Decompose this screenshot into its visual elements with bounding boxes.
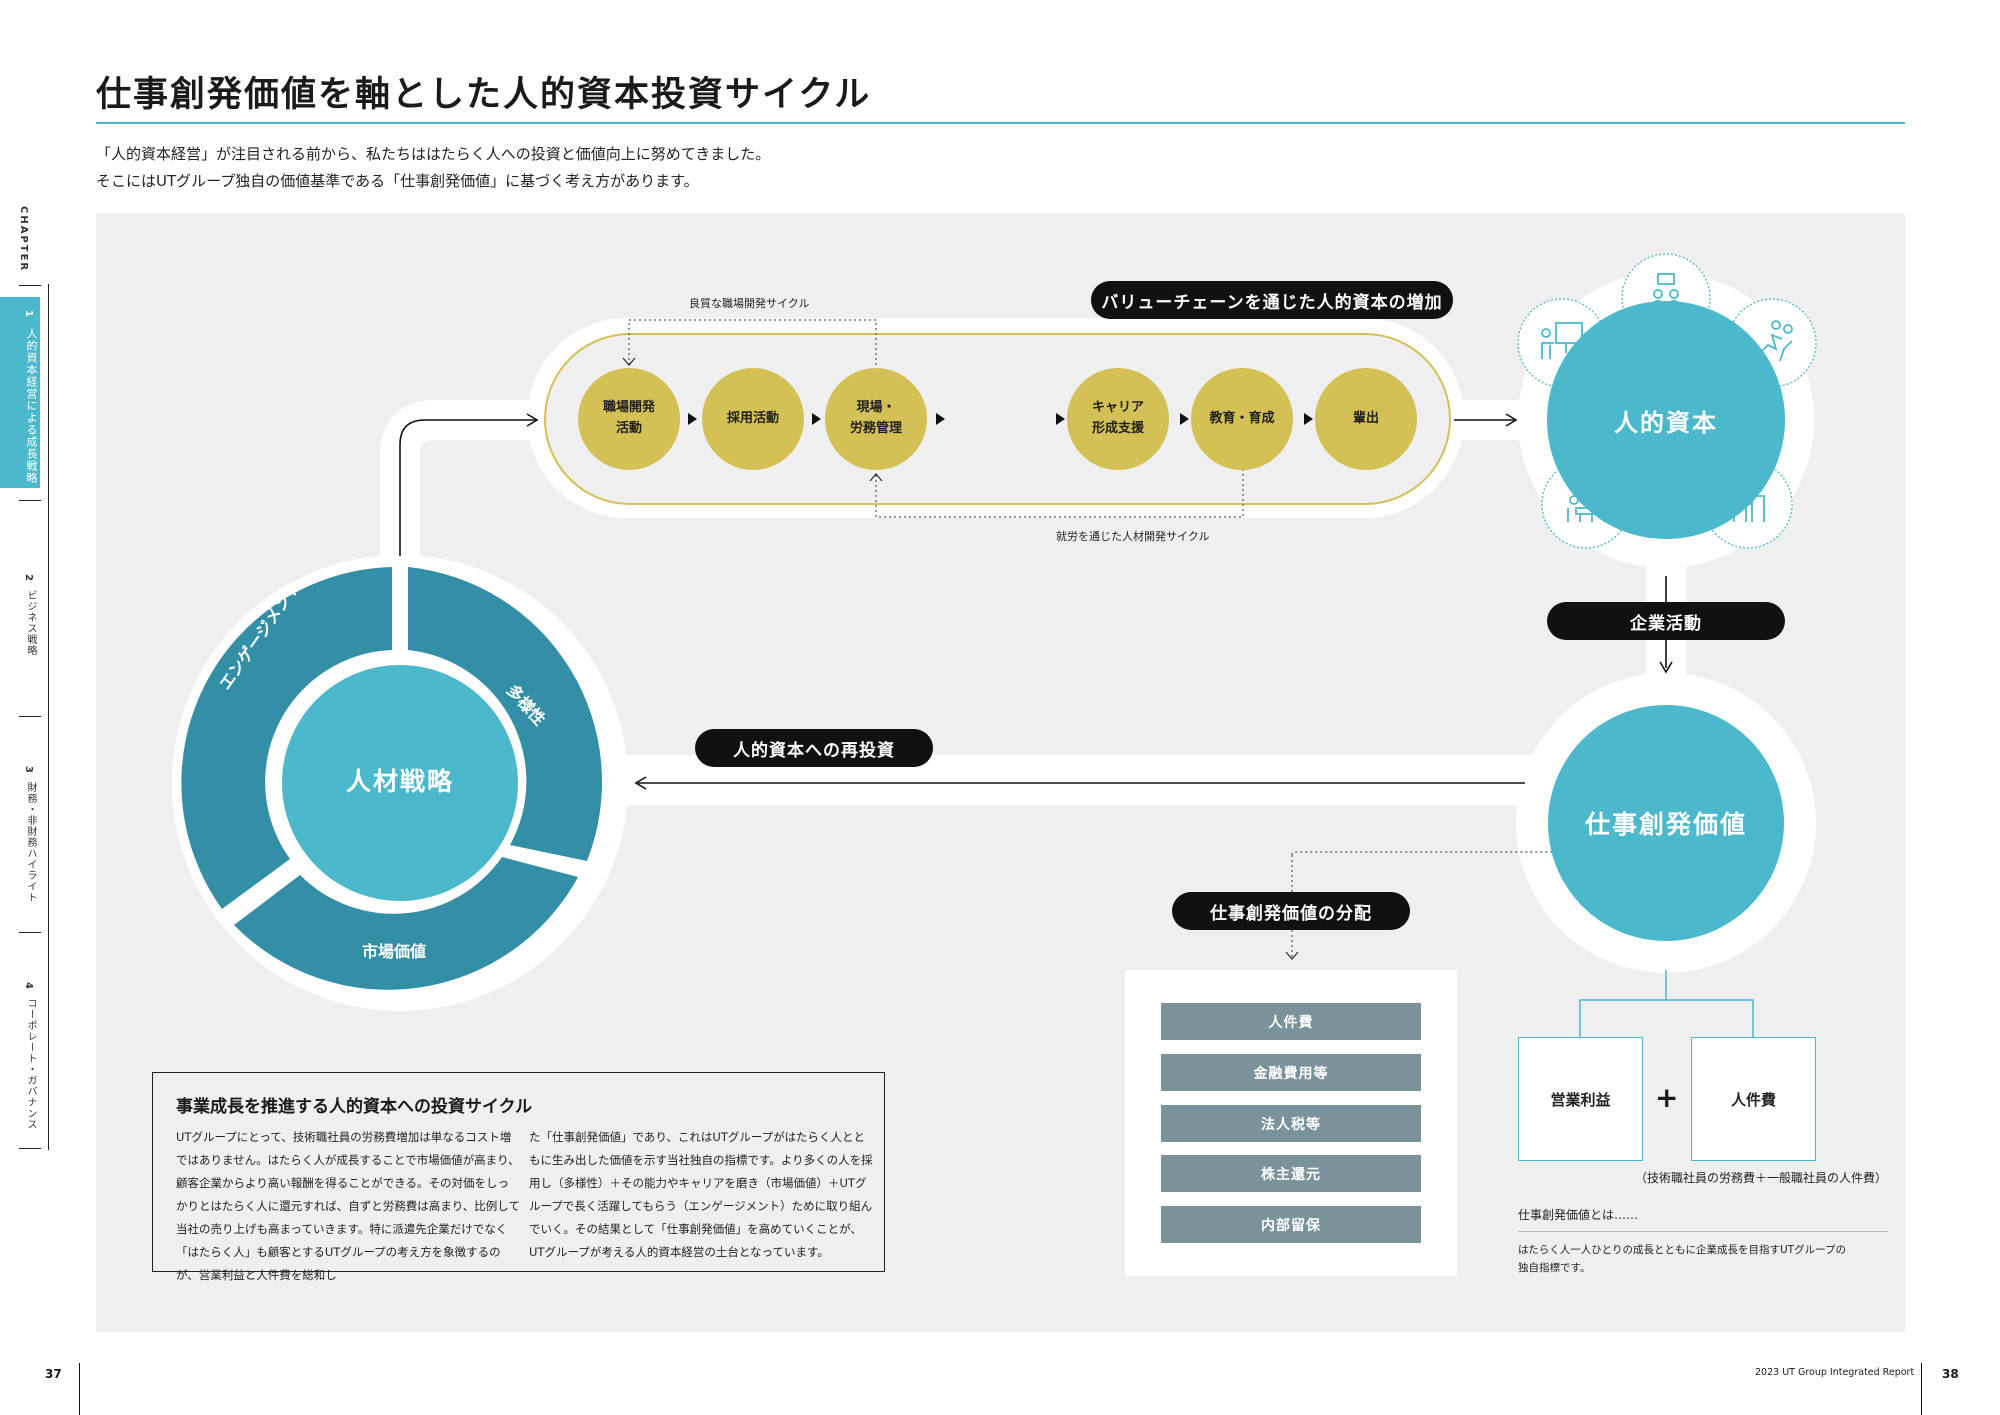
chapter-label: CHAPTER bbox=[18, 206, 29, 273]
sidebar-line bbox=[48, 284, 49, 1150]
definition-text-2: 独自指標です。 bbox=[1518, 1262, 1591, 1274]
formula-personnel-cost: 人件費 bbox=[1691, 1037, 1816, 1161]
node-career-support: キャリア形成支援 bbox=[1067, 368, 1169, 470]
node-label: 輩出 bbox=[1352, 410, 1379, 426]
sidebar-divider bbox=[19, 1148, 41, 1149]
sidebar-divider bbox=[19, 500, 41, 501]
sidebar-item-4-label[interactable]: コーポレート・ガバナンス bbox=[25, 998, 36, 1130]
sidebar-item-3-num[interactable]: 3 bbox=[23, 766, 34, 774]
formula-note: （技術職社員の労務費＋一般職社員の人件費） bbox=[1635, 1171, 1888, 1185]
node-label: 教育・育成 bbox=[1209, 410, 1275, 426]
strategy-ring bbox=[181, 567, 603, 990]
corporate-activity-pill: 企業活動 bbox=[1547, 602, 1785, 640]
node-label: 採用活動 bbox=[726, 410, 779, 426]
definition-text-1: はたらく人一人ひとりの成長とともに企業成長を目指すUTグループの bbox=[1518, 1244, 1846, 1256]
node-label: 労務管理 bbox=[849, 421, 902, 436]
page-number-right: 38 bbox=[1942, 1367, 1959, 1381]
node-workplace-development: 職場開発活動 bbox=[578, 368, 680, 470]
distribution-item: 法人税等 bbox=[1161, 1105, 1421, 1142]
node-label: 職場開発 bbox=[602, 400, 655, 416]
explanation-column-2: た「仕事創発価値」であり、これはUTグループがはたらく人とともに生み出した価値を… bbox=[529, 1130, 873, 1259]
sidebar-item-2-num[interactable]: 2 bbox=[23, 574, 34, 582]
sidebar-item-1[interactable] bbox=[0, 297, 40, 488]
node-label: 現場・ bbox=[856, 400, 896, 416]
strategy-center-label: 人材戦略 bbox=[345, 767, 454, 796]
footer-rule-right bbox=[1921, 1363, 1922, 1415]
node-label: キャリア bbox=[1091, 400, 1144, 416]
running-team-icon bbox=[1755, 320, 1793, 362]
distribution-pill: 仕事創発価値の分配 bbox=[1172, 892, 1410, 930]
node-output: 輩出 bbox=[1315, 368, 1417, 470]
sidebar-item-3-label[interactable]: 財務・非財務ハイライト bbox=[25, 782, 36, 903]
distribution-item: 株主還元 bbox=[1161, 1155, 1421, 1192]
page-number-left: 37 bbox=[45, 1367, 62, 1381]
node-site-labor-management: 現場・労務管理 bbox=[825, 368, 927, 470]
sidebar-item-1-label: 人的資本経営による成長戦略 bbox=[25, 328, 38, 484]
formula-plus: + bbox=[1655, 1081, 1679, 1114]
page-title: 仕事創発価値を軸とした人的資本投資サイクル bbox=[96, 75, 872, 115]
node-recruiting: 採用活動 bbox=[702, 368, 804, 470]
explanation-column-1: UTグループにとって、技術職社員の労務費増加は単なるコスト増ではありません。はた… bbox=[176, 1130, 520, 1282]
job-value-circle: 仕事創発価値 bbox=[1548, 705, 1784, 941]
formula-operating-profit: 営業利益 bbox=[1518, 1037, 1643, 1161]
intro-line-1: 「人的資本経営」が注目される前から、私たちははたらく人への投資と価値向上に努めて… bbox=[96, 145, 771, 163]
explanation-box bbox=[152, 1072, 885, 1272]
segment-label-market-value: 市場価値 bbox=[362, 942, 427, 961]
distribution-item: 内部留保 bbox=[1161, 1206, 1421, 1243]
sidebar-divider bbox=[19, 932, 41, 933]
definition-label: 仕事創発価値とは…… bbox=[1518, 1208, 1639, 1222]
node-label: 形成支援 bbox=[1091, 421, 1144, 436]
distribution-item: 金融費用等 bbox=[1161, 1054, 1421, 1091]
distribution-item: 人件費 bbox=[1161, 1003, 1421, 1040]
bottom-loop-label: 就労を通じた人材開発サイクル bbox=[1056, 530, 1210, 543]
footer-rule-left bbox=[79, 1363, 80, 1415]
explanation-title: 事業成長を推進する人的資本への投資サイクル bbox=[176, 1097, 533, 1117]
top-loop-label: 良質な職場開発サイクル bbox=[689, 297, 810, 310]
ring-segment-market bbox=[234, 857, 578, 990]
presentation-icon bbox=[1541, 322, 1583, 359]
sidebar-divider bbox=[19, 285, 41, 286]
sidebar-item-1-num: 1 bbox=[23, 310, 34, 318]
reinvest-pill: 人的資本への再投資 bbox=[695, 729, 933, 767]
title-rule bbox=[96, 122, 1905, 124]
sidebar-divider bbox=[19, 716, 41, 717]
definition-rule bbox=[1518, 1231, 1888, 1232]
ring-segment-diversity bbox=[408, 567, 603, 861]
node-education: 教育・育成 bbox=[1191, 368, 1293, 470]
ring-segment-engagement bbox=[181, 567, 392, 909]
node-label: 活動 bbox=[615, 421, 642, 436]
value-chain-pill: バリューチェーンを通じた人的資本の増加 bbox=[1091, 281, 1453, 319]
human-capital-circle: 人的資本 bbox=[1547, 301, 1785, 539]
intro-line-2: そこにはUTグループ独自の価値基準である「仕事創発価値」に基づく考え方があります… bbox=[96, 172, 699, 190]
sidebar-item-2-label[interactable]: ビジネス戦略 bbox=[25, 590, 36, 656]
sidebar-item-4-num[interactable]: 4 bbox=[23, 982, 34, 990]
report-title: 2023 UT Group Integrated Report bbox=[1755, 1367, 1915, 1378]
